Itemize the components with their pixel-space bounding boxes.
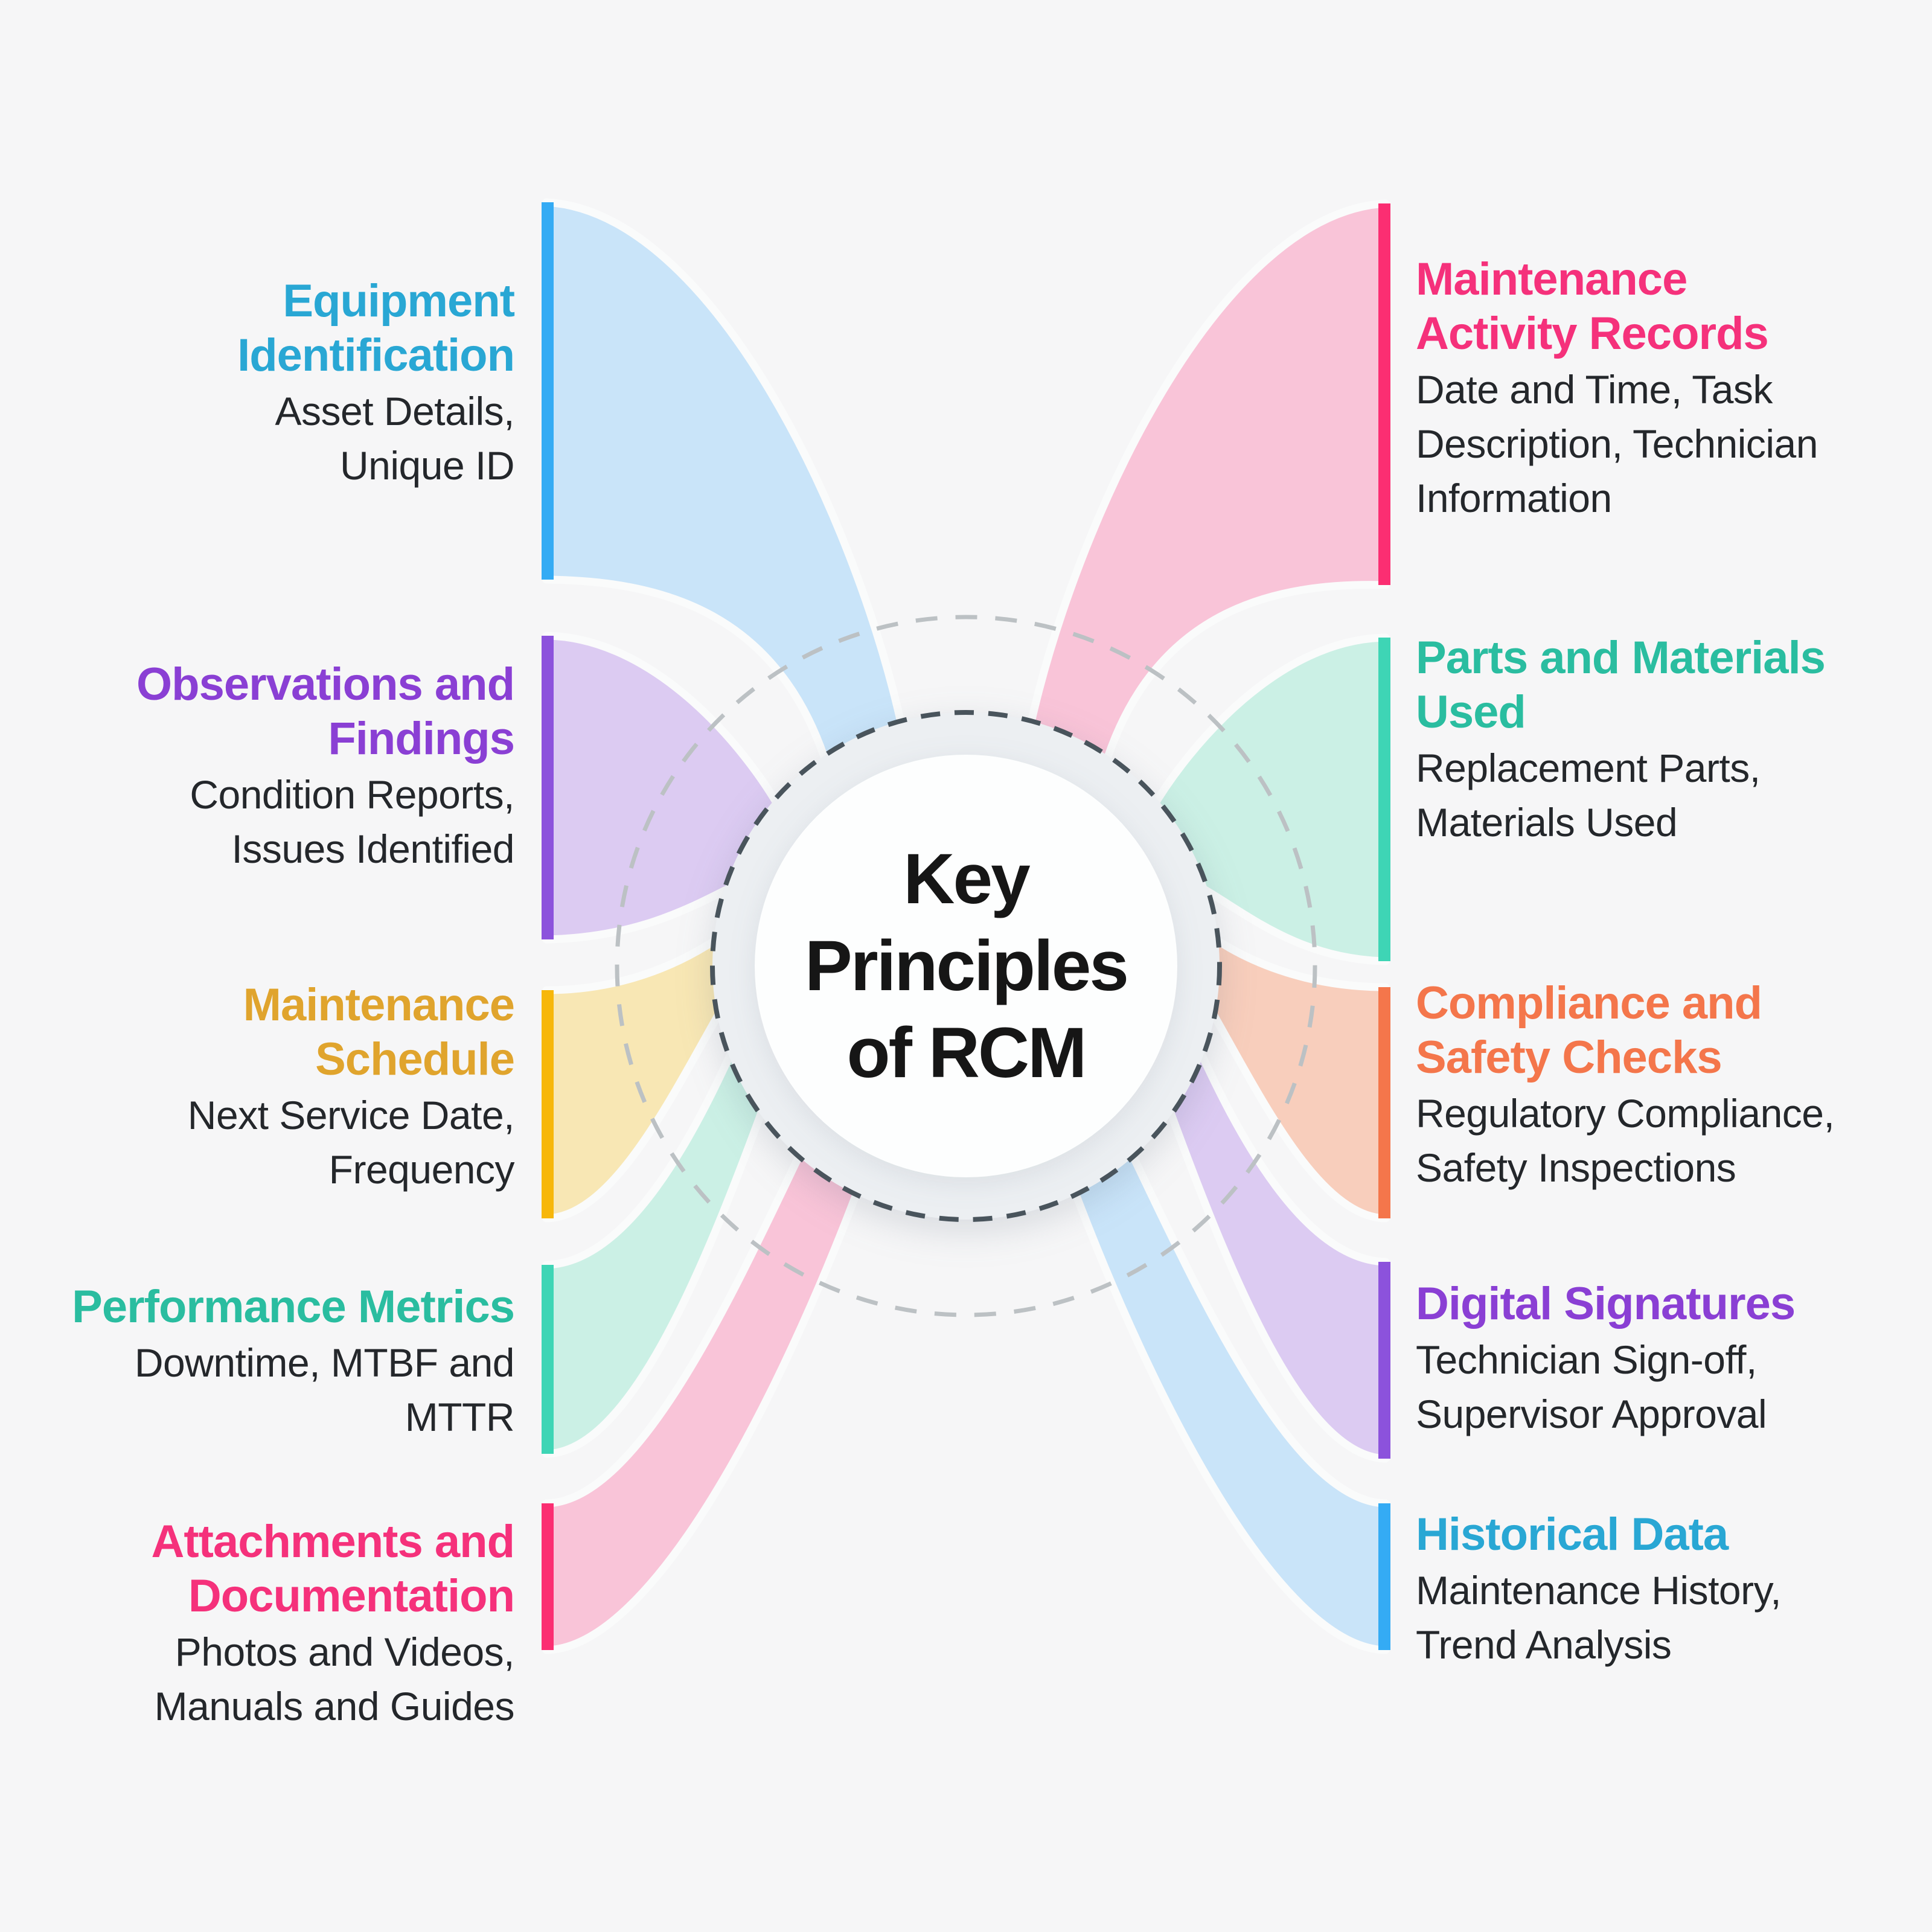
bar-compliance-and-safety-checks [1378,987,1390,1218]
item-description: Maintenance History, Trend Analysis [1416,1563,1923,1672]
item-maintenance-activity-records: Maintenance Activity Records Date and Ti… [1416,252,1923,525]
heading-line: Attachments and [151,1516,515,1567]
item-description: Photos and Videos, Manuals and Guides [7,1625,515,1733]
center-title: Key Principles of RCM [694,836,1238,1096]
heading-line: Used [1416,686,1526,738]
item-heading: Maintenance Activity Records [1416,252,1923,361]
item-description: Regulatory Compliance, Safety Inspection… [1416,1086,1923,1195]
description-line: Maintenance History, [1416,1568,1782,1613]
heading-line: Findings [328,713,515,764]
description-line: Downtime, MTBF and [134,1340,515,1385]
item-compliance-and-safety-checks: Compliance and Safety Checks Regulatory … [1416,976,1923,1195]
item-parts-and-materials-used: Parts and Materials Used Replacement Par… [1416,631,1923,849]
item-historical-data: Historical Data Maintenance History, Tre… [1416,1508,1923,1672]
heading-line: Performance Metrics [72,1281,515,1332]
item-heading: Maintenance Schedule [7,978,515,1087]
center-title-line: of RCM [846,1013,1087,1093]
bar-historical-data [1378,1503,1390,1650]
description-line: Condition Reports, [190,772,514,817]
bar-equipment-identification [542,202,554,580]
item-heading: Digital Signatures [1416,1277,1923,1331]
description-line: Asset Details, [275,389,515,433]
item-maintenance-schedule: Maintenance Schedule Next Service Date, … [7,978,515,1197]
heading-line: Observations and [136,659,515,710]
item-heading: Equipment Identification [7,274,515,383]
item-heading: Compliance and Safety Checks [1416,976,1923,1085]
heading-line: Schedule [315,1034,515,1085]
item-attachments-and-documentation: Attachments and Documentation Photos and… [7,1515,515,1733]
ribbon-equipment-identification [542,198,907,772]
heading-line: Equipment [283,275,515,327]
bar-parts-and-materials-used [1378,638,1390,961]
heading-line: Safety Checks [1416,1032,1722,1083]
description-line: Information [1416,476,1612,520]
heading-line: Identification [237,330,515,381]
outer-dashed-circle [615,615,1317,1317]
description-line: Manuals and Guides [154,1684,515,1729]
description-line: Safety Inspections [1416,1145,1736,1190]
description-line: Trend Analysis [1416,1622,1672,1667]
description-line: Unique ID [340,443,515,488]
heading-line: Parts and Materials [1416,632,1826,683]
center-title-line: Key [903,839,1030,919]
bar-performance-metrics [542,1265,554,1454]
ribbon-digital-signatures [1162,1037,1390,1463]
description-line: Date and Time, Task [1416,367,1773,412]
item-equipment-identification: Equipment Identification Asset Details, … [7,274,515,493]
item-heading: Parts and Materials Used [1416,631,1923,740]
item-heading: Observations and Findings [7,657,515,766]
heading-line: Digital Signatures [1416,1278,1796,1329]
heading-line: Maintenance [243,979,515,1031]
bar-maintenance-schedule [542,990,554,1218]
item-performance-metrics: Performance Metrics Downtime, MTBF and M… [7,1280,515,1444]
heading-line: Compliance and [1416,977,1762,1029]
ribbon-maintenance-activity-records [1025,199,1390,772]
description-line: Frequency [328,1147,515,1192]
item-description: Asset Details, Unique ID [7,384,515,493]
bar-maintenance-activity-records [1378,203,1390,585]
center-ring-dashed-border [710,710,1222,1222]
item-observations-and-findings: Observations and Findings Condition Repo… [7,657,515,876]
description-line: Description, Technician [1416,421,1818,466]
item-description: Replacement Parts, Materials Used [1416,741,1923,849]
description-line: Supervisor Approval [1416,1392,1767,1436]
description-line: Issues Identified [231,827,515,871]
description-line: Photos and Videos, [174,1630,515,1674]
ribbon-performance-metrics [542,1037,770,1458]
description-line: Regulatory Compliance, [1416,1091,1835,1136]
description-line: Replacement Parts, [1416,746,1761,790]
center-title-line: Principles [804,926,1129,1006]
description-line: Technician Sign-off, [1416,1337,1757,1382]
description-line: MTTR [405,1395,515,1439]
heading-line: Activity Records [1416,308,1769,359]
center-circle [755,755,1177,1177]
description-line: Next Service Date, [187,1093,515,1137]
item-description: Next Service Date, Frequency [7,1088,515,1197]
item-heading: Historical Data [1416,1508,1923,1562]
heading-line: Documentation [188,1570,515,1622]
heading-line: Maintenance [1416,254,1687,305]
item-description: Downtime, MTBF and MTTR [7,1335,515,1444]
item-digital-signatures: Digital Signatures Technician Sign-off, … [1416,1277,1923,1441]
bar-attachments-and-documentation [542,1503,554,1650]
item-description: Condition Reports, Issues Identified [7,767,514,876]
heading-line: Historical Data [1416,1509,1729,1560]
item-description: Date and Time, Task Description, Technic… [1416,362,1923,525]
bar-digital-signatures [1378,1262,1390,1459]
item-description: Technician Sign-off, Supervisor Approval [1416,1332,1923,1441]
item-heading: Performance Metrics [7,1280,515,1334]
item-heading: Attachments and Documentation [7,1515,515,1623]
bar-observations-and-findings [542,636,554,939]
description-line: Materials Used [1416,800,1678,845]
